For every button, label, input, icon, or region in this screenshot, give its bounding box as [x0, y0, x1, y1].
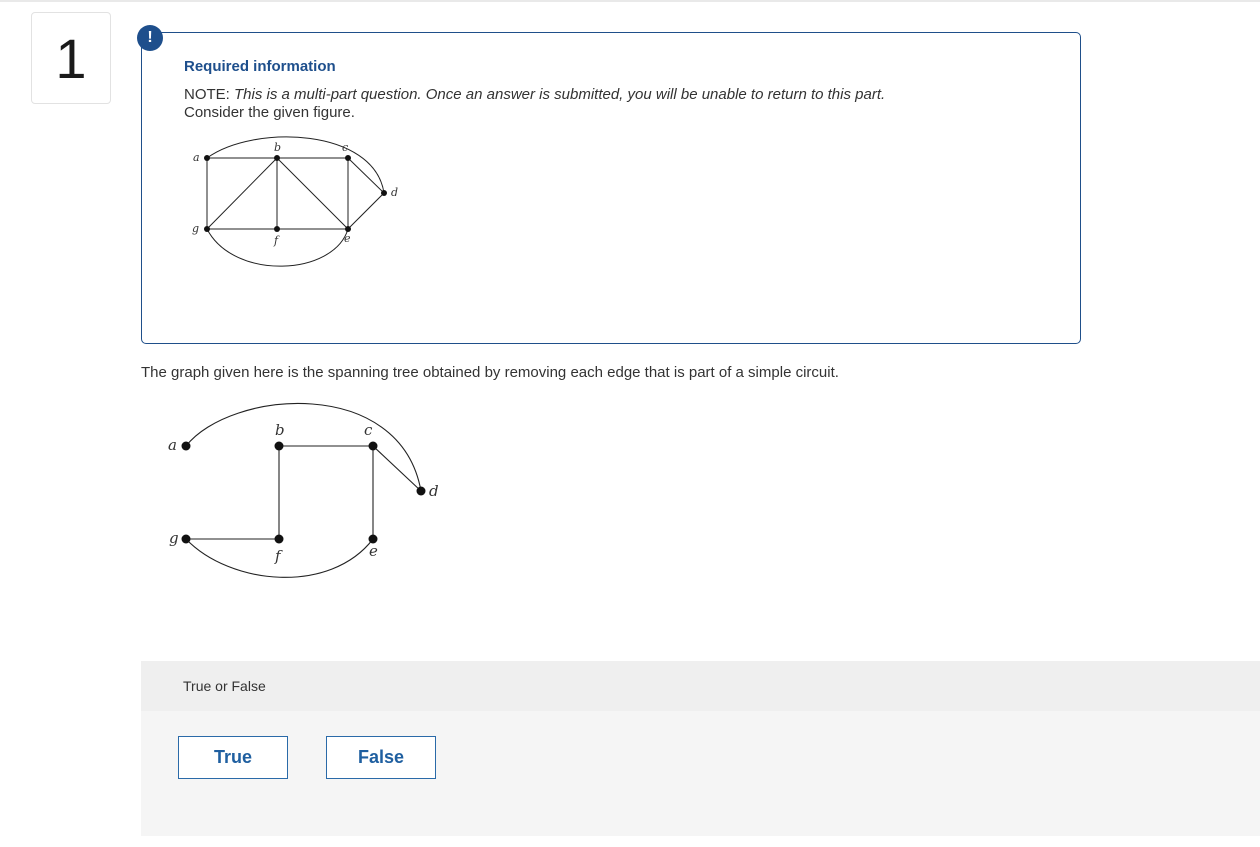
edge-b-e — [276, 157, 349, 230]
vertex-d — [381, 190, 387, 196]
label-c: c — [342, 141, 348, 154]
vertex-b — [274, 155, 280, 161]
label-a: a — [193, 151, 200, 164]
note-body: This is a multi-part question. Once an a… — [234, 86, 886, 103]
label-f: f — [273, 234, 280, 247]
note-prefix: NOTE: — [184, 86, 235, 103]
vertex-c — [345, 155, 351, 161]
edge-g-b — [206, 157, 278, 230]
true-button[interactable]: True — [178, 736, 288, 779]
label-d: d — [391, 186, 398, 199]
tree-vertex-a — [181, 441, 191, 451]
required-info-title: Required information — [184, 58, 336, 75]
original-graph-figure: a b c d e f g — [192, 136, 398, 267]
spanning-tree-figure: a b c d e f g — [168, 403, 439, 578]
answer-header-label: True or False — [183, 678, 266, 694]
tree-label-g: g — [169, 529, 179, 547]
edge-a-d — [206, 136, 385, 194]
answer-header: True or False — [141, 661, 1260, 711]
tree-label-b: b — [275, 421, 285, 439]
tree-vertex-e — [368, 534, 378, 544]
question-number: 1 — [31, 12, 111, 104]
tree-vertex-d — [416, 486, 426, 496]
tree-label-d: d — [429, 482, 439, 500]
label-b: b — [274, 141, 281, 154]
false-button[interactable]: False — [326, 736, 436, 779]
tree-vertex-b — [274, 441, 284, 451]
answer-area — [141, 711, 1260, 836]
edge-c-d — [347, 157, 385, 194]
tree-edge-a-d — [185, 403, 422, 492]
question-prompt: The graph given here is the spanning tre… — [141, 364, 839, 381]
vertex-e — [345, 226, 351, 232]
tree-vertex-g — [181, 534, 191, 544]
tree-label-c: c — [364, 421, 373, 439]
tree-label-e: e — [369, 542, 378, 560]
consider-text: Consider the given figure. — [184, 104, 355, 121]
required-info-panel — [141, 32, 1081, 344]
tree-label-a: a — [168, 436, 177, 454]
tree-edge-c-d — [372, 445, 422, 492]
top-divider — [0, 0, 1260, 2]
tree-label-f: f — [274, 547, 283, 565]
exclamation-icon: ! — [137, 25, 163, 51]
tree-vertex-c — [368, 441, 378, 451]
vertex-f — [274, 226, 280, 232]
edge-d-e — [347, 192, 385, 230]
tree-vertex-f — [274, 534, 284, 544]
tree-edge-g-e — [185, 538, 374, 578]
vertex-a — [204, 155, 210, 161]
vertex-g — [204, 226, 210, 232]
label-e: e — [344, 232, 351, 245]
note-text: NOTE: This is a multi-part question. Onc… — [184, 86, 885, 103]
edge-g-e — [206, 228, 349, 267]
label-g: g — [192, 222, 199, 235]
